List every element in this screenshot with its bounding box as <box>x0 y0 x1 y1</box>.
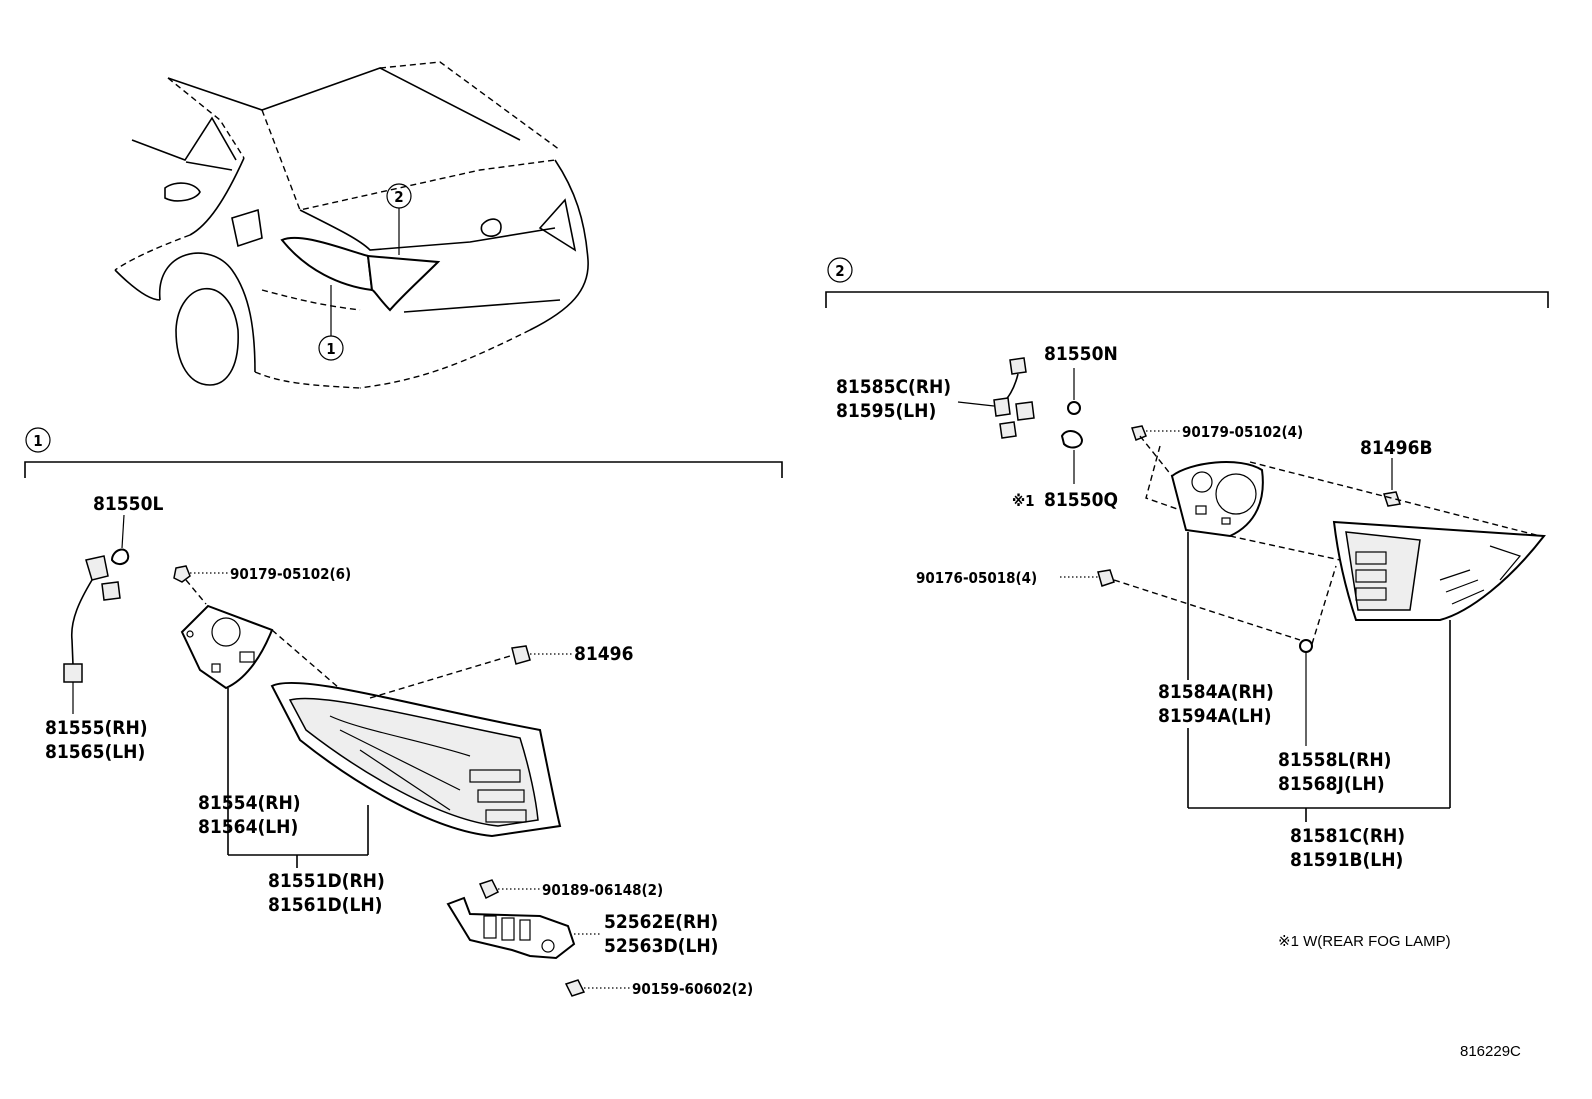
lamp-assembly-81551D <box>270 681 562 838</box>
label-81594A: 81594A(LH) <box>1158 705 1272 727</box>
label-52562E: 52562E(RH) <box>604 911 718 933</box>
clip-81496 <box>511 645 572 665</box>
socket-81550N <box>1067 401 1081 415</box>
lamp-assembly-81581C <box>1332 520 1546 621</box>
wire-harness-81555 <box>63 555 121 714</box>
group-2-badge: 2 <box>835 262 844 280</box>
label-81565: 81565(LH) <box>45 741 145 763</box>
group-2-bracket <box>825 291 1549 308</box>
gasket-81554 <box>180 604 274 690</box>
gasket-81584A <box>1170 461 1264 538</box>
group-1-bracket <box>24 461 783 478</box>
socket-81550L <box>110 514 130 566</box>
label-81568J: 81568J(LH) <box>1278 773 1385 795</box>
diagram-code: 816229C <box>1460 1043 1521 1060</box>
vehicle-callout-1: 1 <box>326 340 335 358</box>
group-1-outer-tail-lamp: 1 81550L 81555(RH) 81565(LH) 90179-05102… <box>24 427 783 998</box>
label-81550N: 81550N <box>1044 343 1118 365</box>
label-81496B: 81496B <box>1360 437 1433 459</box>
group-2-inner-tail-lamp: 2 81585C(RH) 81595(LH) 81550N ※1 81550Q … <box>825 257 1549 950</box>
label-81554: 81554(RH) <box>198 792 301 814</box>
footnote-rear-fog-lamp: ※1 W(REAR FOG LAMP) <box>1278 933 1451 950</box>
group-1-badge: 1 <box>33 432 42 450</box>
label-90176: 90176-05018(4) <box>916 569 1037 587</box>
label-90179-4: 90179-05102(4) <box>1182 423 1303 441</box>
nut-81558L <box>1299 639 1313 653</box>
label-90189: 90189-06148(2) <box>542 881 663 899</box>
label-81555: 81555(RH) <box>45 717 148 739</box>
screw-90189 <box>478 879 540 900</box>
nut-90176 <box>1060 569 1115 587</box>
nut-90179-4 <box>1131 425 1180 441</box>
label-mark: ※1 <box>1012 492 1035 510</box>
vehicle-callout-2: 2 <box>394 188 403 206</box>
clip-81496B <box>1383 491 1401 507</box>
label-81558L: 81558L(RH) <box>1278 749 1391 771</box>
label-52563D: 52563D(LH) <box>604 935 718 957</box>
label-81584A: 81584A(RH) <box>1158 681 1274 703</box>
bracket-52562E <box>446 896 602 960</box>
label-81496: 81496 <box>574 643 633 665</box>
label-81564: 81564(LH) <box>198 816 298 838</box>
label-81550Q: 81550Q <box>1044 489 1118 511</box>
label-81581C: 81581C(RH) <box>1290 825 1405 847</box>
label-90179-6: 90179-05102(6) <box>230 565 351 583</box>
label-81550L: 81550L <box>93 493 163 515</box>
label-90159: 90159-60602(2) <box>632 980 753 998</box>
socket-81550Q <box>1060 430 1084 449</box>
nut-90179-6 <box>173 565 228 583</box>
label-81561D: 81561D(LH) <box>268 894 382 916</box>
vehicle-rear-view: 1 2 <box>114 61 589 389</box>
label-81591B: 81591B(LH) <box>1290 849 1403 871</box>
label-81595: 81595(LH) <box>836 400 936 422</box>
screw-90159 <box>564 979 630 997</box>
wire-harness-81585C <box>957 357 1035 439</box>
label-81551D: 81551D(RH) <box>268 870 385 892</box>
label-81585C: 81585C(RH) <box>836 376 951 398</box>
